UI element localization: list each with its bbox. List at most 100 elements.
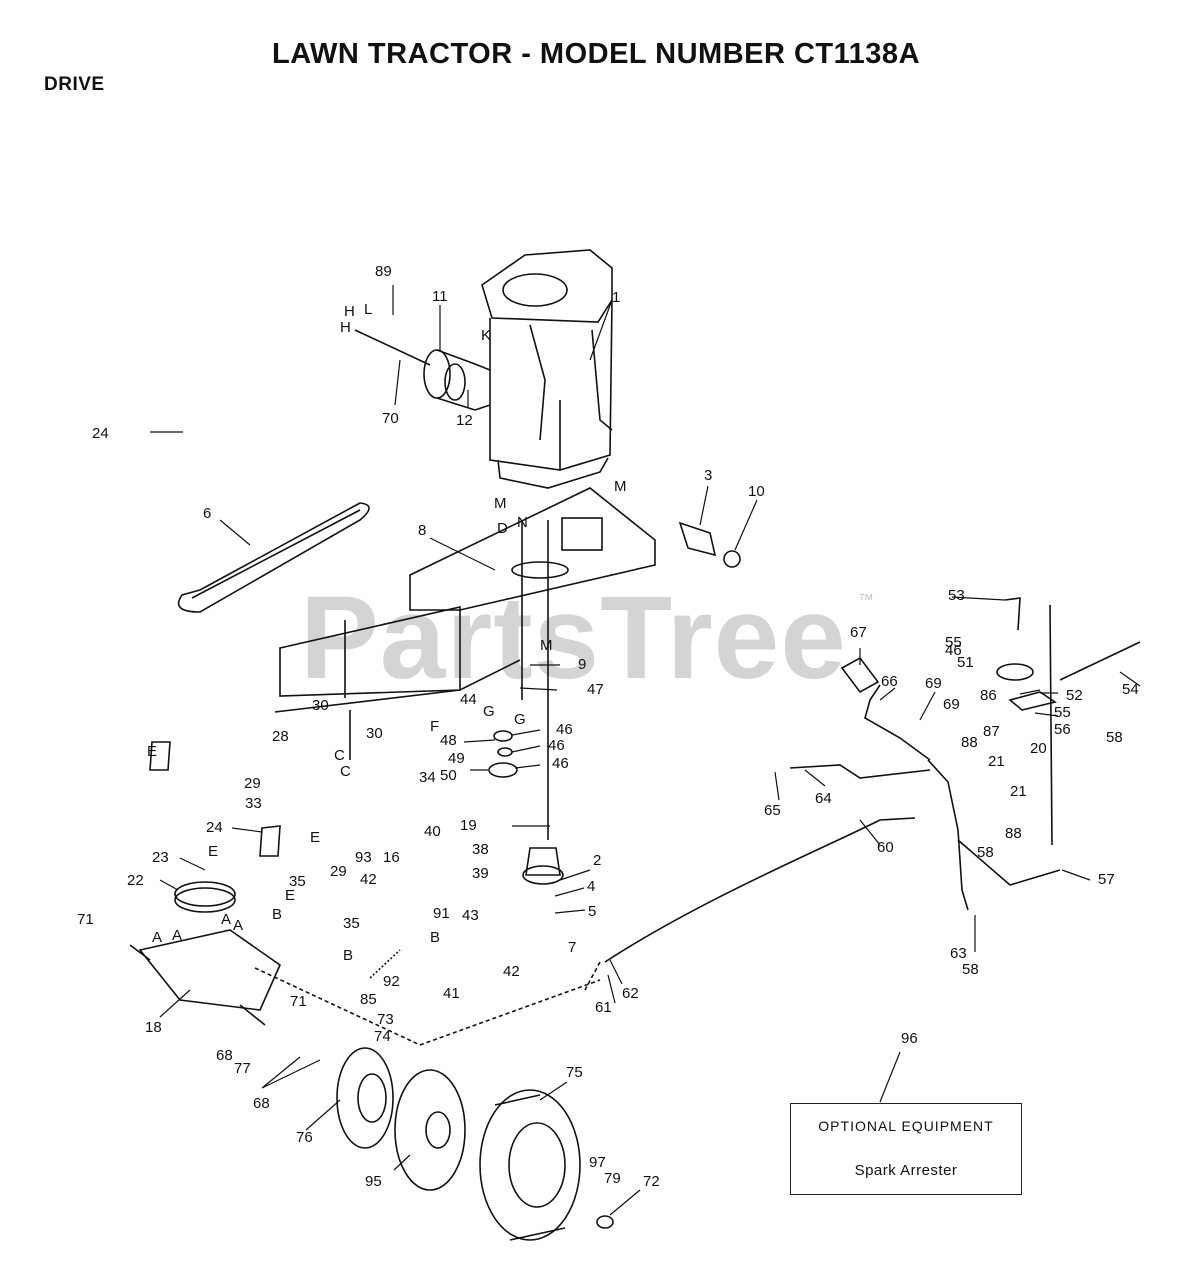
callout-46-b: 46 (548, 737, 565, 754)
optional-equipment-title: OPTIONAL EQUIPMENT (818, 1118, 994, 1134)
letter-b-1: B (272, 906, 282, 923)
callout-40: 40 (424, 823, 441, 840)
callout-85: 85 (360, 991, 377, 1008)
letter-e-4: E (285, 887, 295, 904)
callout-30-b: 30 (366, 725, 383, 742)
callout-91: 91 (433, 905, 450, 922)
callout-58-c: 58 (962, 961, 979, 978)
rod-54 (1059, 641, 1141, 681)
washer-part (493, 730, 513, 742)
letter-a-4: A (233, 917, 243, 934)
callout-16: 16 (383, 849, 400, 866)
letter-a-1: A (152, 929, 162, 946)
letter-e-3: E (208, 843, 218, 860)
callout-2: 2 (593, 852, 601, 869)
callout-3: 3 (704, 467, 712, 484)
callout-68-b: 68 (253, 1095, 270, 1112)
letter-d: D (497, 520, 508, 537)
letter-k: K (481, 327, 491, 344)
callout-47: 47 (587, 681, 604, 698)
nut-part (723, 550, 741, 568)
callout-19: 19 (460, 817, 477, 834)
bolt-53 (1004, 597, 1021, 631)
callout-6: 6 (203, 505, 211, 522)
callout-74: 74 (374, 1028, 391, 1045)
control-rod-60 (604, 817, 916, 963)
callout-42-b: 42 (503, 963, 520, 980)
callout-49: 49 (448, 750, 465, 767)
washer-part-2 (497, 747, 513, 757)
frame-hole (511, 561, 569, 579)
part-72 (596, 1215, 614, 1229)
part-52 (1008, 691, 1057, 711)
spacer-part (678, 521, 717, 557)
callout-62: 62 (622, 985, 639, 1002)
callout-29-a: 29 (244, 775, 261, 792)
pulley-50 (488, 762, 518, 778)
callout-58-b: 58 (977, 844, 994, 861)
linkage-lines (254, 961, 601, 1046)
letter-b-3: B (430, 929, 440, 946)
letter-e-1: E (147, 743, 157, 760)
pulley-2 (522, 865, 564, 885)
callout-38: 38 (472, 841, 489, 858)
bracket-24-top (149, 741, 171, 771)
crankshaft-pulley (354, 329, 491, 411)
callout-33: 33 (245, 795, 262, 812)
callout-77: 77 (234, 1060, 251, 1077)
callout-35-a: 35 (289, 873, 306, 890)
callout-35-b: 35 (343, 915, 360, 932)
callout-87: 87 (983, 723, 1000, 740)
shift-lever (840, 656, 969, 911)
callout-86: 86 (980, 687, 997, 704)
callout-72: 72 (643, 1173, 660, 1190)
rear-wheel-assembly (336, 1047, 581, 1241)
callout-54: 54 (1122, 681, 1139, 698)
callout-44: 44 (460, 691, 477, 708)
callout-61: 61 (595, 999, 612, 1016)
callout-68-a: 68 (216, 1047, 233, 1064)
part-51 (996, 663, 1034, 681)
letter-c-2: C (340, 763, 351, 780)
callout-79: 79 (604, 1170, 621, 1187)
callout-63: 63 (950, 945, 967, 962)
optional-equipment-box: OPTIONAL EQUIPMENT Spark Arrester (790, 1103, 1022, 1195)
rod-vertical (1049, 604, 1053, 846)
section-label: DRIVE (44, 74, 105, 95)
callout-1: 1 (612, 289, 620, 306)
callout-41: 41 (443, 985, 460, 1002)
callout-56: 56 (1054, 721, 1071, 738)
callout-76: 76 (296, 1129, 313, 1146)
arrow-68 (261, 1056, 321, 1089)
callout-48: 48 (440, 732, 457, 749)
frame-part (274, 487, 656, 760)
letter-l: L (364, 301, 372, 318)
callout-73: 73 (377, 1011, 394, 1028)
callout-20: 20 (1030, 740, 1047, 757)
letter-f: F (430, 718, 439, 735)
letter-e-2: E (310, 829, 320, 846)
callout-51: 51 (957, 654, 974, 671)
control-rod-64 (789, 764, 931, 779)
letter-m-3: M (540, 637, 553, 654)
callout-9: 9 (578, 656, 586, 673)
letter-h-1: H (344, 303, 355, 320)
callout-39: 39 (472, 865, 489, 882)
callout-69-a: 69 (925, 675, 942, 692)
callout-22: 22 (127, 872, 144, 889)
callout-67: 67 (850, 624, 867, 641)
letter-a-2: A (172, 927, 182, 944)
callout-24-a: 24 (92, 425, 109, 442)
callout-60: 60 (877, 839, 894, 856)
callout-labels: 1 2 3 4 5 6 7 8 9 10 11 12 16 18 19 20 2… (77, 263, 1139, 1190)
leader-lines (150, 285, 1141, 1216)
callout-4: 4 (587, 878, 595, 895)
callout-23: 23 (152, 849, 169, 866)
reference-letters: H H L K M M M N D G G F C C E E E E B B … (147, 301, 627, 964)
pulley-2-hub (525, 847, 561, 876)
letter-b-2: B (343, 947, 353, 964)
rod-57 (957, 839, 1061, 886)
callout-88-b: 88 (1005, 825, 1022, 842)
callout-96: 96 (901, 1030, 918, 1047)
